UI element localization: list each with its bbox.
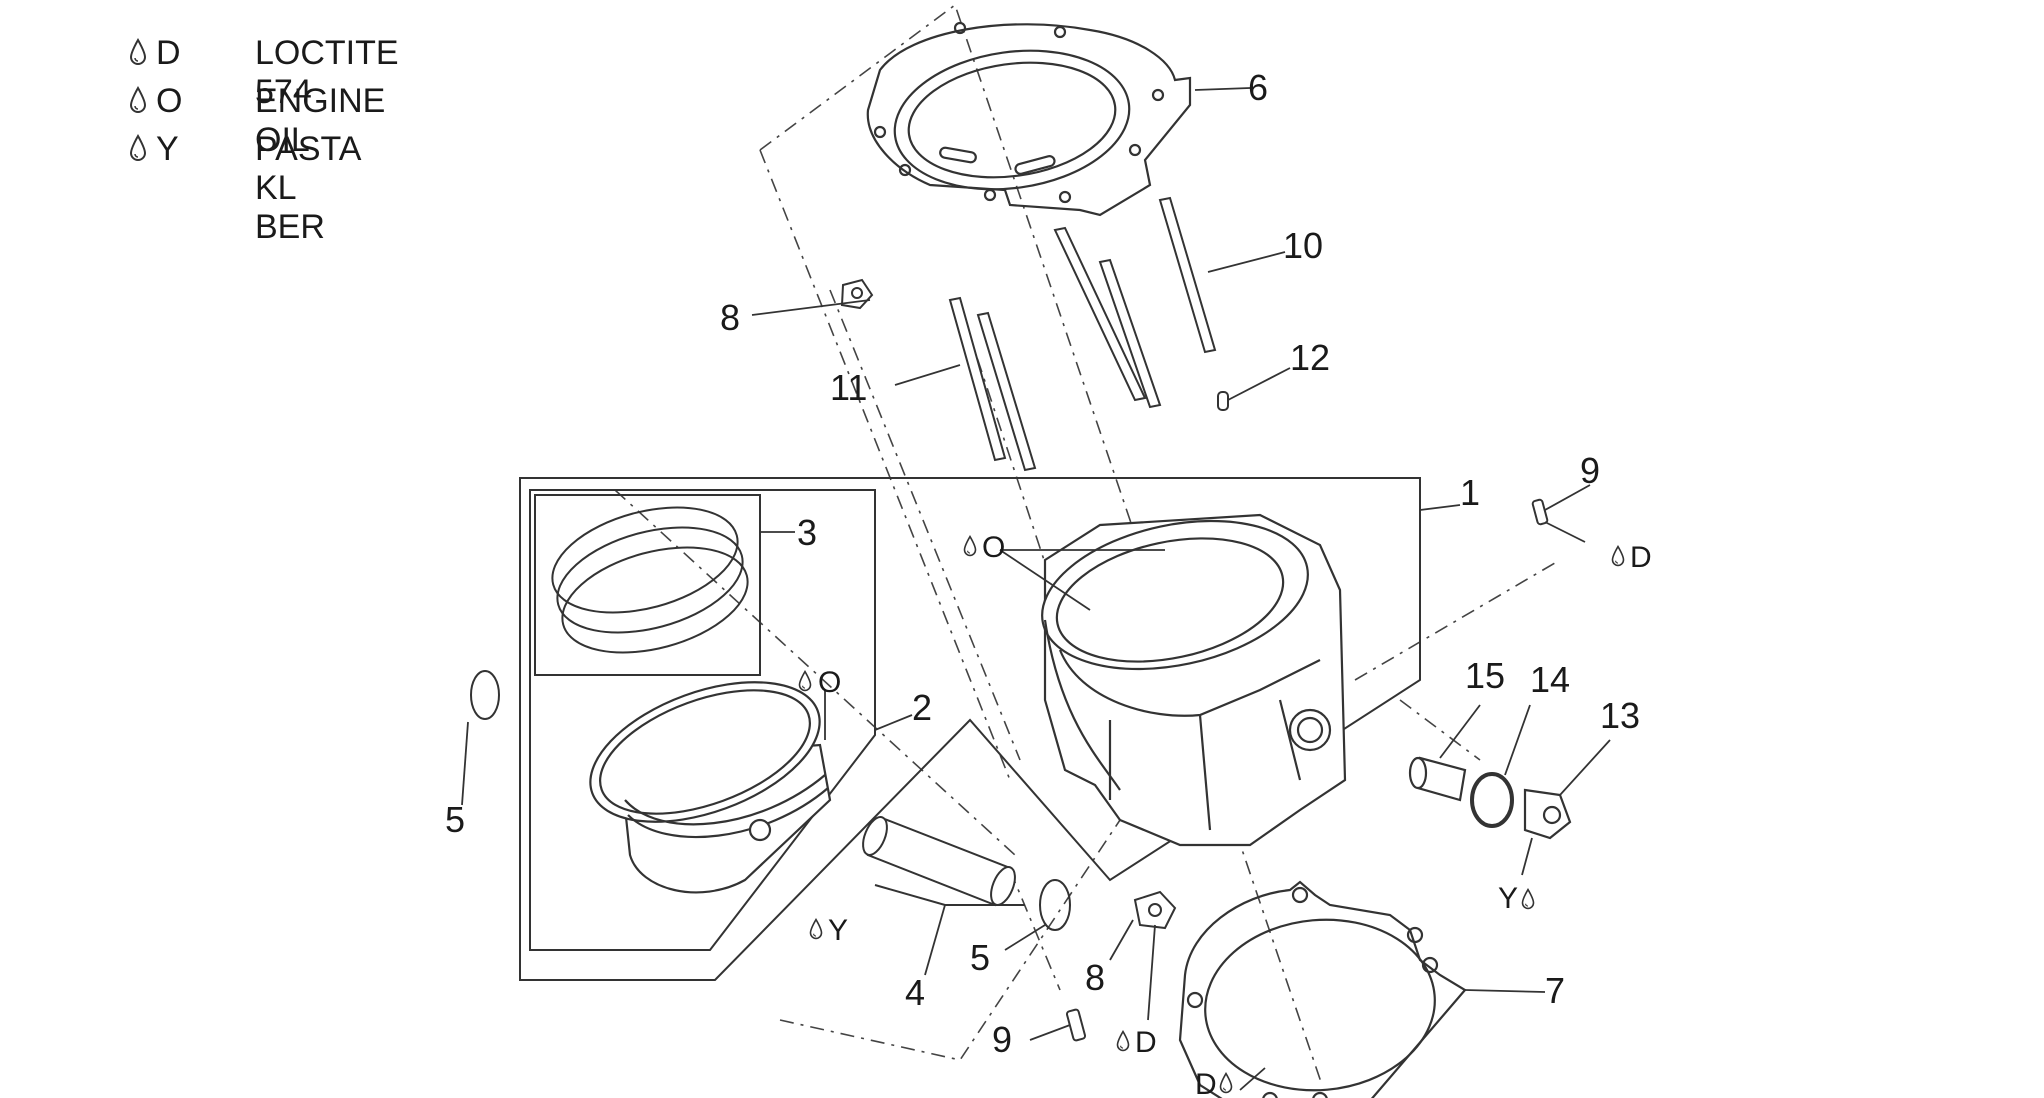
legend-code: D [156, 34, 181, 72]
callout-9-bottom: 9 [992, 1019, 1012, 1060]
leader-lines [461, 87, 1611, 1091]
marker-oil-piston: O [818, 666, 841, 699]
bolt-bottom [1065, 1008, 1087, 1042]
callout-15: 15 [1465, 655, 1505, 696]
lubricant-markers: O O Y Y D D D [798, 531, 1652, 1098]
callout-2: 2 [912, 687, 932, 728]
alignment-line-dowel-left [759, 149, 1011, 781]
callout-5-right: 5 [970, 937, 990, 978]
stud [1053, 226, 1147, 402]
alignment-line-side [1354, 559, 1561, 681]
callout-7: 7 [1545, 970, 1565, 1011]
ring-set-outline [534, 494, 761, 676]
callout-10: 10 [1283, 225, 1323, 266]
alignment-line-bolt [1009, 869, 1061, 991]
dowel-pin [1217, 391, 1229, 411]
circlip-left [470, 670, 500, 720]
callout-13: 13 [1600, 695, 1640, 736]
marker-oil-cylinder: O [982, 531, 1005, 564]
callout-1: 1 [1460, 472, 1480, 513]
cylinder-studs [948, 196, 1217, 472]
cylinder-kit-outline [519, 477, 1421, 981]
stud [1098, 258, 1162, 409]
callout-6: 6 [1248, 67, 1268, 108]
circlips [470, 670, 1071, 931]
callout-14: 14 [1530, 659, 1570, 700]
legend-description: PASTA KL BER [255, 130, 360, 246]
marker-paste-pin: Y [828, 914, 848, 947]
circlip-right [1039, 879, 1071, 931]
piston-kit-outline [529, 489, 876, 951]
drop-icon [129, 86, 147, 113]
drop-icon [1116, 1030, 1130, 1052]
o-ring [1470, 772, 1514, 828]
alignment-line-plug [1399, 699, 1481, 761]
drop-icon [1611, 545, 1625, 567]
drop-icon [1219, 1072, 1233, 1094]
stud [948, 296, 1007, 462]
callout-3: 3 [797, 512, 817, 553]
drop-icon [1521, 888, 1535, 910]
callout-4: 4 [905, 972, 925, 1013]
drop-icon [809, 918, 823, 940]
base-gasket [1178, 880, 1467, 1098]
drop-icon [129, 134, 147, 161]
side-plug-assembly [1408, 756, 1572, 840]
callout-9-top: 9 [1580, 450, 1600, 491]
bolts [1065, 498, 1549, 1042]
marker-paste-plug: Y [1498, 882, 1518, 915]
drop-icon [798, 670, 812, 692]
legend-code: O [156, 82, 183, 120]
piston-rings [551, 506, 749, 654]
legend-description: LOCTITE 574 [255, 34, 399, 111]
wrist-pin [862, 816, 1025, 907]
marker-loctite-bolt-bottom: D [1135, 1026, 1157, 1059]
callout-12: 12 [1290, 337, 1330, 378]
legend-description: ENGINE OIL [255, 82, 386, 159]
drop-icon [129, 38, 147, 65]
callout-8-top: 8 [720, 297, 740, 338]
bolt-top [1531, 498, 1549, 526]
marker-loctite-gasket: D [1195, 1068, 1217, 1098]
callout-5-left: 5 [445, 799, 465, 840]
stud [976, 311, 1037, 472]
callout-labels: 6 10 12 8 11 1 3 2 5 4 5 8 9 7 9 15 14 1… [445, 67, 1640, 1060]
legend-code: Y [156, 130, 179, 168]
alignment-line-piston [614, 489, 1016, 856]
stud [1158, 196, 1217, 354]
alignment-line-bottom [779, 819, 1121, 1061]
alignment-line-stud [829, 289, 1021, 761]
piston [589, 681, 832, 894]
callout-11: 11 [830, 367, 867, 408]
cylinder [1041, 513, 1347, 847]
callout-8-bottom: 8 [1085, 957, 1105, 998]
head-gasket [866, 21, 1192, 217]
marker-loctite-bolt-top: D [1630, 541, 1652, 574]
nut-bottom [1133, 890, 1177, 930]
kit-outlines [519, 477, 1421, 981]
drop-icon [963, 535, 977, 557]
